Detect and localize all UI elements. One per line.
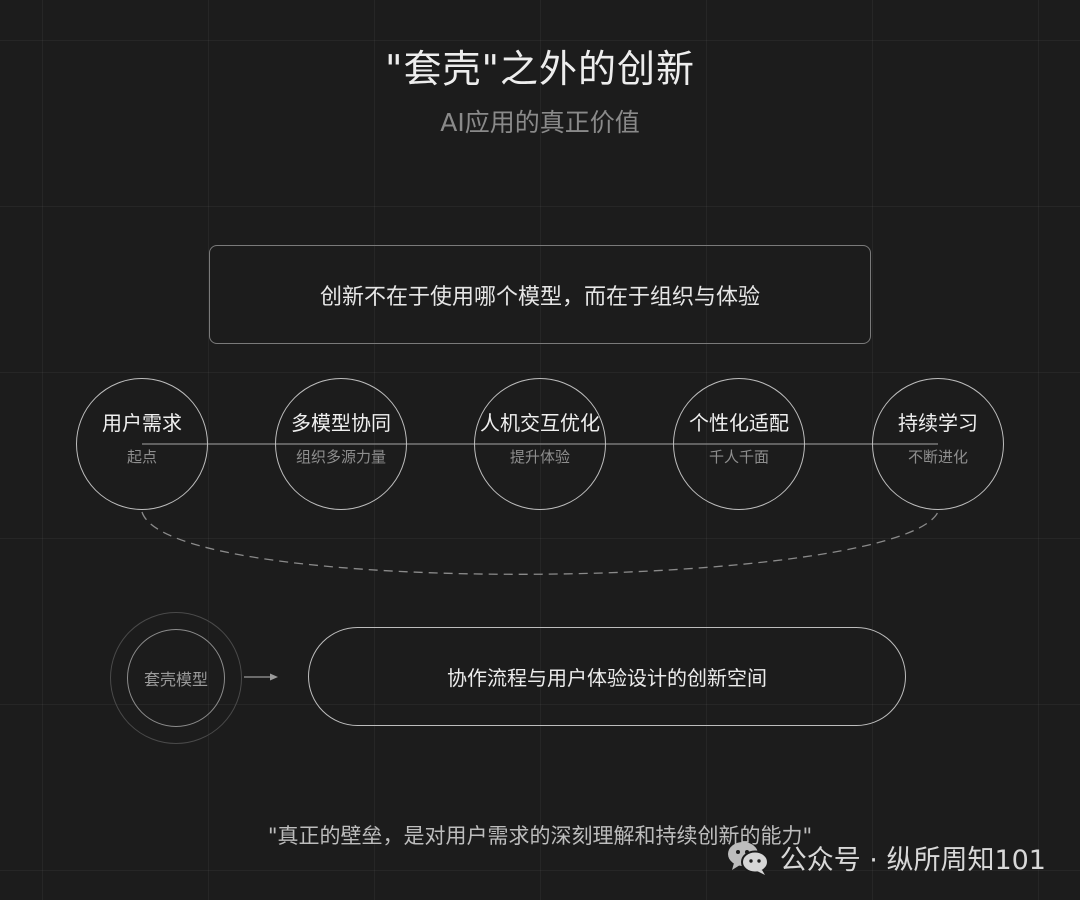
node-subtitle: 提升体验 bbox=[509, 448, 570, 466]
flow-node-hci: 人机交互优化 提升体验 bbox=[474, 378, 606, 510]
node-title: 用户需求 bbox=[102, 411, 182, 435]
watermark: 公众号 · 纵所周知101 bbox=[726, 838, 1046, 877]
innovation-space-box: 协作流程与用户体验设计的创新空间 bbox=[308, 627, 906, 726]
node-subtitle: 起点 bbox=[126, 448, 157, 466]
flow-node-personalization: 个性化适配 千人千面 bbox=[673, 378, 805, 510]
flow-node-user-needs: 用户需求 起点 bbox=[76, 378, 208, 510]
node-subtitle: 不断进化 bbox=[907, 448, 968, 466]
node-subtitle: 千人千面 bbox=[708, 448, 769, 466]
shell-model-outer-ring bbox=[110, 612, 242, 744]
node-title: 多模型协同 bbox=[291, 411, 391, 435]
page-title: "套壳"之外的创新 bbox=[385, 47, 695, 91]
feedback-loop-arc bbox=[141, 511, 939, 575]
shell-model-circle: 套壳模型 bbox=[127, 629, 225, 727]
node-title: 持续学习 bbox=[898, 411, 978, 435]
page-subtitle: AI应用的真正价值 bbox=[440, 108, 640, 137]
statement-text: 创新不在于使用哪个模型，而在于组织与体验 bbox=[319, 284, 760, 310]
flow-node-multi-model: 多模型协同 组织多源力量 bbox=[275, 378, 407, 510]
node-subtitle: 组织多源力量 bbox=[295, 448, 386, 466]
flow-node-learning: 持续学习 不断进化 bbox=[872, 378, 1004, 510]
node-title: 个性化适配 bbox=[689, 411, 789, 435]
watermark-text: 公众号 · 纵所周知101 bbox=[779, 845, 1046, 876]
arrow-head-icon bbox=[270, 673, 278, 681]
innovation-space-label: 协作流程与用户体验设计的创新空间 bbox=[447, 666, 767, 690]
shell-model-label: 套壳模型 bbox=[143, 670, 208, 689]
statement-box: 创新不在于使用哪个模型，而在于组织与体验 bbox=[209, 245, 871, 344]
node-title: 人机交互优化 bbox=[480, 411, 600, 435]
wechat-icon bbox=[727, 841, 769, 875]
closing-quote: "真正的壁垒，是对用户需求的深刻理解和持续创新的能力" bbox=[267, 824, 813, 848]
